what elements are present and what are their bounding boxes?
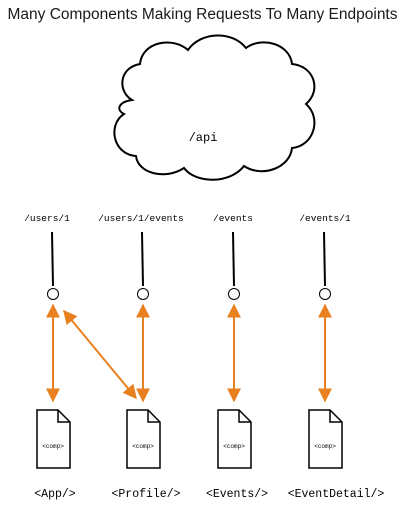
cloud-label: /api [189,131,218,145]
connection-profile-users-1 [63,309,137,400]
api-cloud: /api [113,34,316,181]
document-icon [126,409,161,469]
diagram-title: Many Components Making Requests To Many … [7,6,398,23]
endpoint-stem [51,231,54,287]
document-icon [217,409,252,469]
document-icon [36,409,71,469]
component-profile: <comp> <Profile/> [111,409,181,501]
doc-label: <comp> [314,443,336,450]
component-name: <Events/> [206,488,268,501]
endpoint-events-1: /events/1 [299,213,351,300]
endpoint-stem [141,231,144,287]
endpoint-label: /users/1/events [98,213,184,224]
endpoint-stem [232,231,235,287]
endpoint-users-1-events: /users/1/events [98,213,184,300]
endpoint-label: /events [213,213,253,224]
endpoint-node [319,288,331,300]
endpoint-stem [323,231,326,287]
endpoint-label: /events/1 [299,213,351,224]
endpoint-users-1: /users/1 [24,213,70,300]
doc-label: <comp> [223,443,245,450]
document-icon [308,409,343,469]
cloud-shape [113,34,316,181]
component-events: <comp> <Events/> [206,409,268,501]
doc-label: <comp> [132,443,154,450]
endpoint-events: /events [213,213,253,300]
component-name: <App/> [34,488,76,501]
endpoint-node [228,288,240,300]
endpoint-label: /users/1 [24,213,70,224]
component-eventdetail: <comp> <EventDetail/> [288,409,385,501]
endpoint-node [137,288,149,300]
component-app: <comp> <App/> [34,409,76,501]
component-name: <EventDetail/> [288,488,385,501]
component-name: <Profile/> [111,488,180,501]
endpoint-node [47,288,59,300]
doc-label: <comp> [42,443,64,450]
